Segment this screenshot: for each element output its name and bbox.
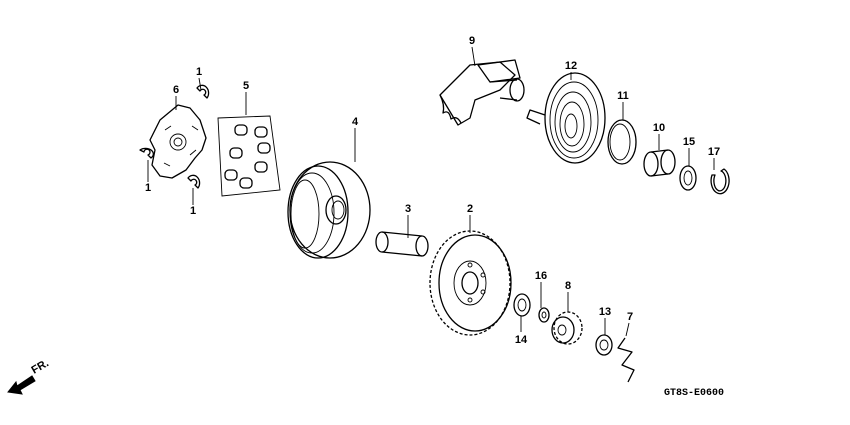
front-direction-label: FR.: [30, 357, 51, 376]
collar: [375, 231, 429, 257]
washer-lower: [513, 293, 531, 317]
callout-starter-gear: 2: [467, 203, 473, 215]
diagram-code: GT8S-E0600: [664, 388, 724, 399]
callout-washer-left-top: 1: [196, 66, 202, 78]
callout-washer-lower: 14: [515, 334, 528, 346]
callout-drive-face: 4: [352, 116, 359, 128]
spring-clip: [617, 337, 635, 383]
callout-washer-left-bottom: 1: [190, 205, 196, 217]
spacer: [538, 307, 550, 323]
callout-seal-ring: 11: [617, 90, 629, 102]
weight-rollers: [217, 115, 281, 197]
shim: [679, 165, 697, 191]
callout-pinion: 8: [565, 280, 571, 292]
bushing: [643, 149, 676, 177]
callout-labels: 1 6 5 1 1 4 3 2 9 12 11 10 15 17 16 8 14…: [145, 35, 720, 346]
callout-collar: 3: [405, 203, 411, 215]
callout-bushing: 10: [653, 122, 665, 134]
drive-face: [287, 161, 371, 259]
leader-lines: [147, 46, 715, 337]
callout-ramp-plate: 6: [173, 84, 179, 96]
callout-spring: 12: [565, 60, 577, 72]
pinion: [551, 311, 583, 345]
callout-rollers: 5: [243, 80, 249, 92]
callout-washer-left-mid: 1: [145, 182, 151, 194]
starter-gear: [429, 230, 512, 336]
ramp-plate: [149, 104, 207, 179]
seal-ring: [607, 119, 637, 165]
callout-spring-clip: 7: [627, 311, 633, 323]
kick-shaft: [439, 59, 525, 126]
front-direction-arrow: FR.: [7, 357, 51, 395]
callout-shim: 15: [683, 136, 695, 148]
callout-spacer: 16: [535, 270, 547, 282]
callout-circlip: 17: [708, 146, 720, 158]
callout-washer-right: 13: [599, 306, 611, 318]
slide-washer: [139, 84, 210, 189]
return-spring: [526, 72, 606, 164]
circlip: [710, 168, 730, 195]
callout-kick-shaft: 9: [469, 35, 475, 47]
washer-right: [595, 334, 613, 356]
